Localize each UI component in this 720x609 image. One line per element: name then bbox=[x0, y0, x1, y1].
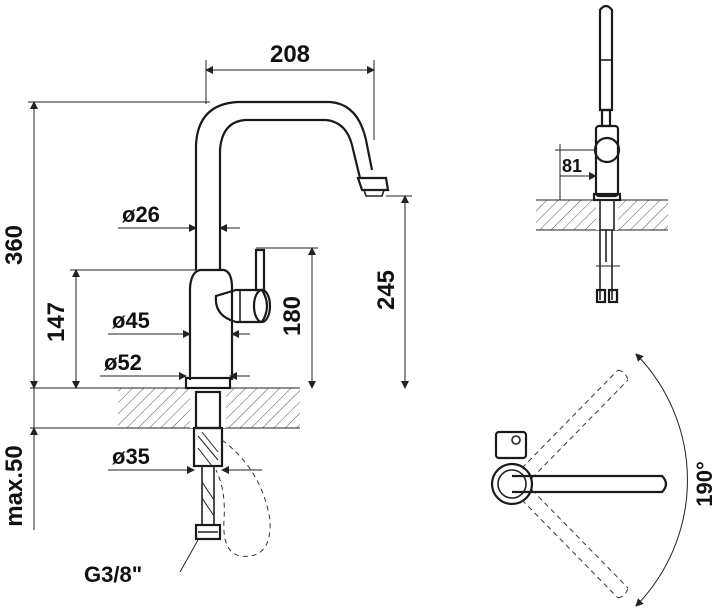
label-360: 360 bbox=[1, 225, 28, 265]
label-147: 147 bbox=[43, 302, 70, 342]
faucet-body bbox=[188, 268, 234, 380]
thread-mark-1 bbox=[197, 435, 219, 461]
thread-mark-2 bbox=[201, 431, 219, 453]
pullout-hose bbox=[215, 439, 271, 557]
front-view: 81 bbox=[536, 4, 668, 304]
thread-mark-3 bbox=[197, 447, 213, 467]
main-side-view: 208 360 max.50 147 245 180 ø26 ø45 ø52 bbox=[1, 41, 412, 587]
lever-handle bbox=[254, 248, 266, 292]
front-lever bbox=[600, 108, 612, 128]
front-lever-cap bbox=[593, 136, 621, 164]
top-spout-dashed-lower bbox=[521, 489, 629, 599]
label-245: 245 bbox=[373, 270, 400, 310]
faucet-spout-inner bbox=[218, 118, 362, 270]
label-g38: G3/8" bbox=[84, 562, 142, 587]
top-spout-solid bbox=[512, 474, 668, 494]
label-190: 190° bbox=[692, 461, 717, 507]
swivel-arc bbox=[635, 353, 688, 607]
label-d26: ø26 bbox=[122, 202, 160, 227]
hose-braid-1 bbox=[201, 481, 215, 501]
top-body-circle bbox=[490, 462, 534, 506]
faucet-spout-outer bbox=[194, 100, 374, 270]
top-view: 190° bbox=[490, 353, 717, 607]
front-body bbox=[594, 124, 620, 198]
hose-braid-2 bbox=[201, 497, 215, 517]
spout-aerator bbox=[362, 189, 386, 197]
label-180: 180 bbox=[279, 296, 306, 336]
leader-g38 bbox=[179, 539, 199, 573]
top-base-plate bbox=[494, 430, 528, 460]
label-max50: max.50 bbox=[1, 445, 28, 526]
lever-hub bbox=[214, 288, 269, 324]
label-81: 81 bbox=[562, 156, 582, 176]
shank-threaded bbox=[192, 426, 224, 468]
label-208: 208 bbox=[270, 41, 310, 68]
label-d45: ø45 bbox=[112, 308, 150, 333]
front-spout bbox=[598, 4, 614, 112]
lever-cap bbox=[252, 288, 272, 324]
top-spout-dashed-upper bbox=[521, 369, 629, 479]
label-d52: ø52 bbox=[104, 350, 142, 375]
g38-connector bbox=[194, 523, 222, 541]
spout-head bbox=[356, 176, 390, 192]
faucet-base-ring bbox=[184, 376, 232, 390]
label-d35: ø35 bbox=[112, 444, 150, 469]
